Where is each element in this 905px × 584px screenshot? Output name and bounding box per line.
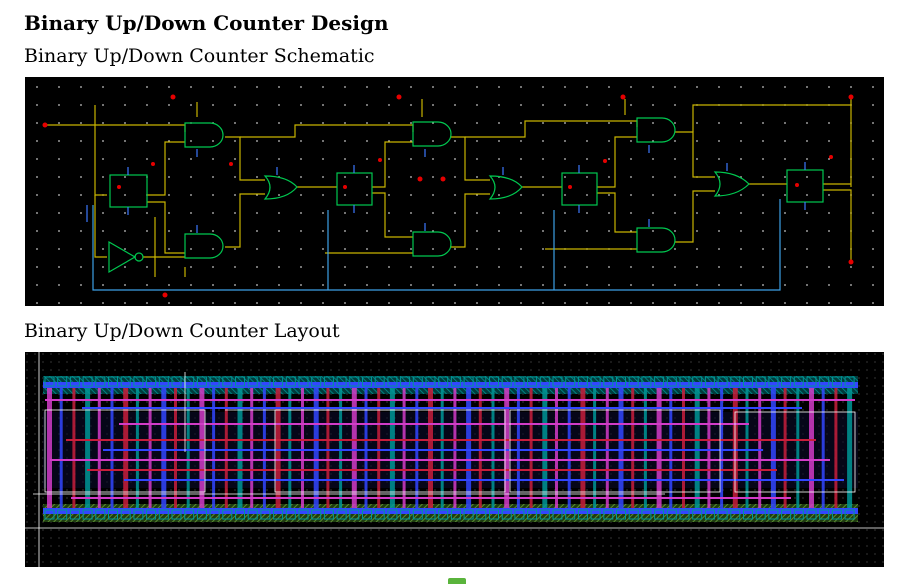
figure-caption — [0, 574, 905, 584]
layout-heading: Binary Up/Down Counter Layout — [24, 320, 340, 342]
check-mark-icon — [447, 578, 466, 584]
schematic-heading: Binary Up/Down Counter Schematic — [24, 45, 375, 67]
schematic-diagram — [25, 77, 884, 306]
layout-diagram — [25, 352, 884, 567]
page-title: Binary Up/Down Counter Design — [24, 11, 389, 35]
